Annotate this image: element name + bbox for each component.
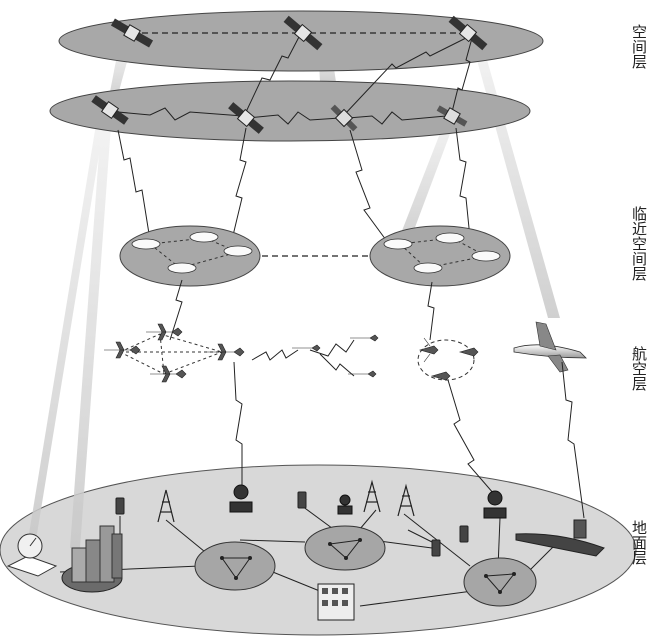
zigzag-link <box>245 34 301 113</box>
layer-label-near-space: 临近空间层 <box>630 206 648 281</box>
layer-label-aviation: 航空层 <box>630 346 648 391</box>
fighter-icon <box>292 344 321 352</box>
satellite-icon <box>330 104 358 132</box>
beam-to-city <box>70 112 112 548</box>
zigzag-link <box>229 127 247 249</box>
ground-network <box>6 479 605 621</box>
handheld-radios <box>115 491 469 557</box>
zigzag-link <box>344 37 467 115</box>
zigzag-link <box>251 349 299 361</box>
satellite-icon <box>283 15 323 51</box>
handheld-radio-icon <box>459 525 469 543</box>
radio-tower-icon <box>397 483 415 517</box>
zigzag-link <box>117 107 244 121</box>
helicopter-icon <box>418 337 439 363</box>
zigzag-link <box>319 353 355 377</box>
radio-tower-icon <box>363 479 381 513</box>
airship-icon <box>167 262 197 274</box>
airship-icon <box>435 232 465 244</box>
helicopter-icon <box>430 371 451 381</box>
satellite-icon <box>228 102 264 134</box>
satellite-links <box>117 34 473 125</box>
zigzag-link <box>247 111 341 125</box>
satellite-dish-icon <box>6 533 58 577</box>
airship-icon <box>413 262 443 274</box>
zigzag-link <box>561 361 585 519</box>
helicopter-icon <box>458 347 479 357</box>
zigzag-link <box>309 339 355 357</box>
radio-tower-icon <box>157 489 175 523</box>
airship-icon <box>383 238 413 250</box>
space-layer <box>58 10 544 72</box>
handheld-radio-icon <box>115 497 125 515</box>
zigzag-link <box>447 379 495 495</box>
beam-to-near-space <box>396 118 456 246</box>
zigzag-link <box>349 129 387 241</box>
ship-icon <box>515 519 605 557</box>
radar-vehicles <box>229 484 507 519</box>
space-layer-lower-ellipse <box>49 80 531 142</box>
zigzag-link <box>233 361 243 490</box>
air-ground-links <box>233 361 585 519</box>
airship-icon <box>471 250 501 262</box>
fighter-icon <box>348 370 377 378</box>
layer-label-space: 空间层 <box>630 24 648 69</box>
handheld-radio-icon <box>297 491 307 509</box>
near-space-layer <box>117 127 511 287</box>
awacs-icon <box>146 323 183 341</box>
satellite-icon <box>91 95 129 125</box>
fighter-icon <box>350 334 379 342</box>
zigzag-link <box>169 279 183 341</box>
radar-vehicle-icon <box>483 490 507 519</box>
aircraft-links <box>119 333 223 375</box>
radar-vehicle-icon <box>337 494 353 515</box>
beam-to-dish <box>28 112 106 540</box>
subnet-nodes <box>220 538 516 594</box>
airships <box>131 231 501 274</box>
aircraft <box>104 323 479 383</box>
zigzag-link <box>117 129 151 241</box>
satellite-icon <box>436 105 468 127</box>
zigzag-link <box>455 127 471 239</box>
transport-aircraft-icon <box>513 321 587 373</box>
city-icon <box>61 525 123 593</box>
space-layer-ellipse <box>58 10 544 72</box>
awacs-icon <box>206 343 245 361</box>
zigzag-link <box>451 37 473 113</box>
handheld-radio-icon <box>431 539 441 557</box>
satellite-icon <box>110 18 154 48</box>
ground-subnet-ellipse <box>194 541 276 591</box>
building-icon <box>317 583 355 621</box>
aviation-layer <box>104 279 587 383</box>
radio-towers <box>157 479 415 523</box>
zigzag-link <box>427 281 435 341</box>
airship-icon <box>189 231 219 243</box>
layer-label-ground: 地面层 <box>630 520 648 565</box>
awacs-icon <box>150 365 187 383</box>
ground-subnet-ellipse <box>304 525 386 571</box>
satellite-icon <box>448 15 488 51</box>
subnet-triangles <box>221 539 516 593</box>
space-layer-lower <box>49 80 531 142</box>
airship-icon <box>131 238 161 250</box>
ground-subnet-ellipse <box>463 557 537 607</box>
zigzag-link <box>347 111 447 125</box>
awacs-icon <box>104 341 141 359</box>
airship-icon <box>223 245 253 257</box>
radar-vehicle-icon <box>229 484 253 513</box>
satellites <box>91 15 488 134</box>
